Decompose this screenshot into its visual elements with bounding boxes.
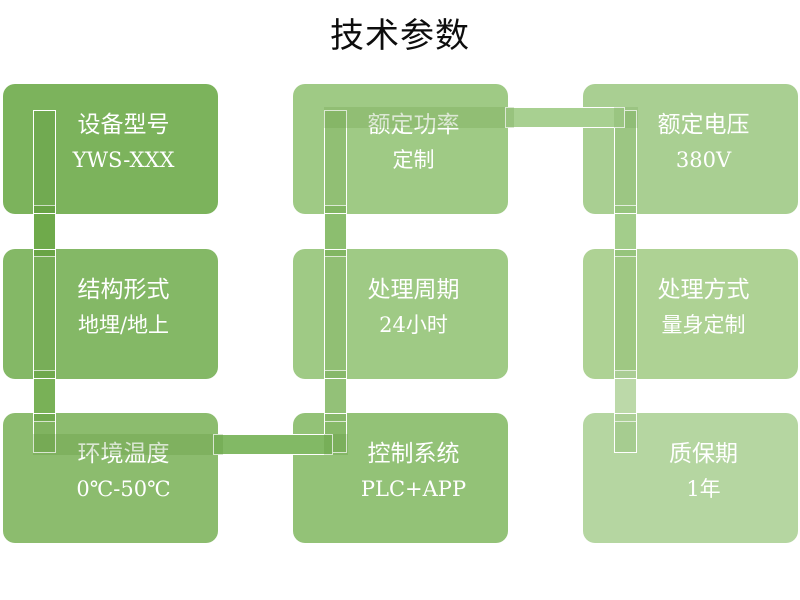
connector-col3-stub-top <box>614 110 637 214</box>
card-value: YWS-XXX <box>72 148 175 172</box>
card-value: 量身定制 <box>661 313 746 337</box>
card-label: 结构形式 <box>77 277 170 303</box>
card-label: 质保期 <box>669 441 738 467</box>
connector-col3-row2-row3 <box>614 370 637 422</box>
connector-col1-row2-row3 <box>33 370 56 422</box>
page-title: 技术参数 <box>330 16 470 56</box>
card-value: 0℃-50℃ <box>76 477 171 501</box>
card-rated-voltage[interactable]: 额定电压 380V <box>583 84 798 214</box>
card-value: 地埋/地上 <box>77 313 170 337</box>
card-warranty-period[interactable]: 质保期 1年 <box>583 413 798 543</box>
connector-col1-stub-mid <box>33 249 56 379</box>
card-label: 额定功率 <box>367 112 460 138</box>
card-label: 处理方式 <box>657 277 750 303</box>
connector-row3-overlay-right <box>324 434 348 455</box>
card-value: 24小时 <box>379 313 448 337</box>
card-treatment-method[interactable]: 处理方式 量身定制 <box>583 249 798 379</box>
connector-col2-row2-row3 <box>324 370 347 422</box>
card-value: 1年 <box>686 477 721 501</box>
connector-row3-col1-col2 <box>213 434 333 455</box>
connector-col3-row1-row2 <box>614 205 637 257</box>
connector-col1-stub-bottom <box>33 413 56 453</box>
connector-col1-row1-row2 <box>33 205 56 257</box>
connector-col2-stub-mid <box>324 249 347 379</box>
card-label: 额定电压 <box>657 112 750 138</box>
connector-row1-overlay-left <box>324 107 514 128</box>
card-label: 环境温度 <box>77 441 170 467</box>
connector-row1-col2-col3 <box>505 107 625 128</box>
connector-row1-overlay-right <box>614 107 638 128</box>
card-rated-power[interactable]: 额定功率 定制 <box>293 84 508 214</box>
card-value: 定制 <box>392 148 435 172</box>
card-value: PLC+APP <box>360 477 467 501</box>
card-device-model[interactable]: 设备型号 YWS-XXX <box>3 84 218 214</box>
connector-col2-row1-row2 <box>324 205 347 257</box>
connector-col3-stub-bottom <box>614 413 637 453</box>
card-treatment-cycle[interactable]: 处理周期 24小时 <box>293 249 508 379</box>
connector-col1-stub-top <box>33 110 56 214</box>
card-label: 处理周期 <box>367 277 460 303</box>
card-label: 控制系统 <box>367 441 460 467</box>
card-label: 设备型号 <box>77 112 170 138</box>
card-structure-type[interactable]: 结构形式 地埋/地上 <box>3 249 218 379</box>
card-value: 380V <box>675 148 732 172</box>
connector-col3-stub-mid <box>614 249 637 379</box>
connector-row3-overlay-left <box>33 434 223 455</box>
card-ambient-temperature[interactable]: 环境温度 0℃-50℃ <box>3 413 218 543</box>
connector-col2-stub-top <box>324 110 347 214</box>
